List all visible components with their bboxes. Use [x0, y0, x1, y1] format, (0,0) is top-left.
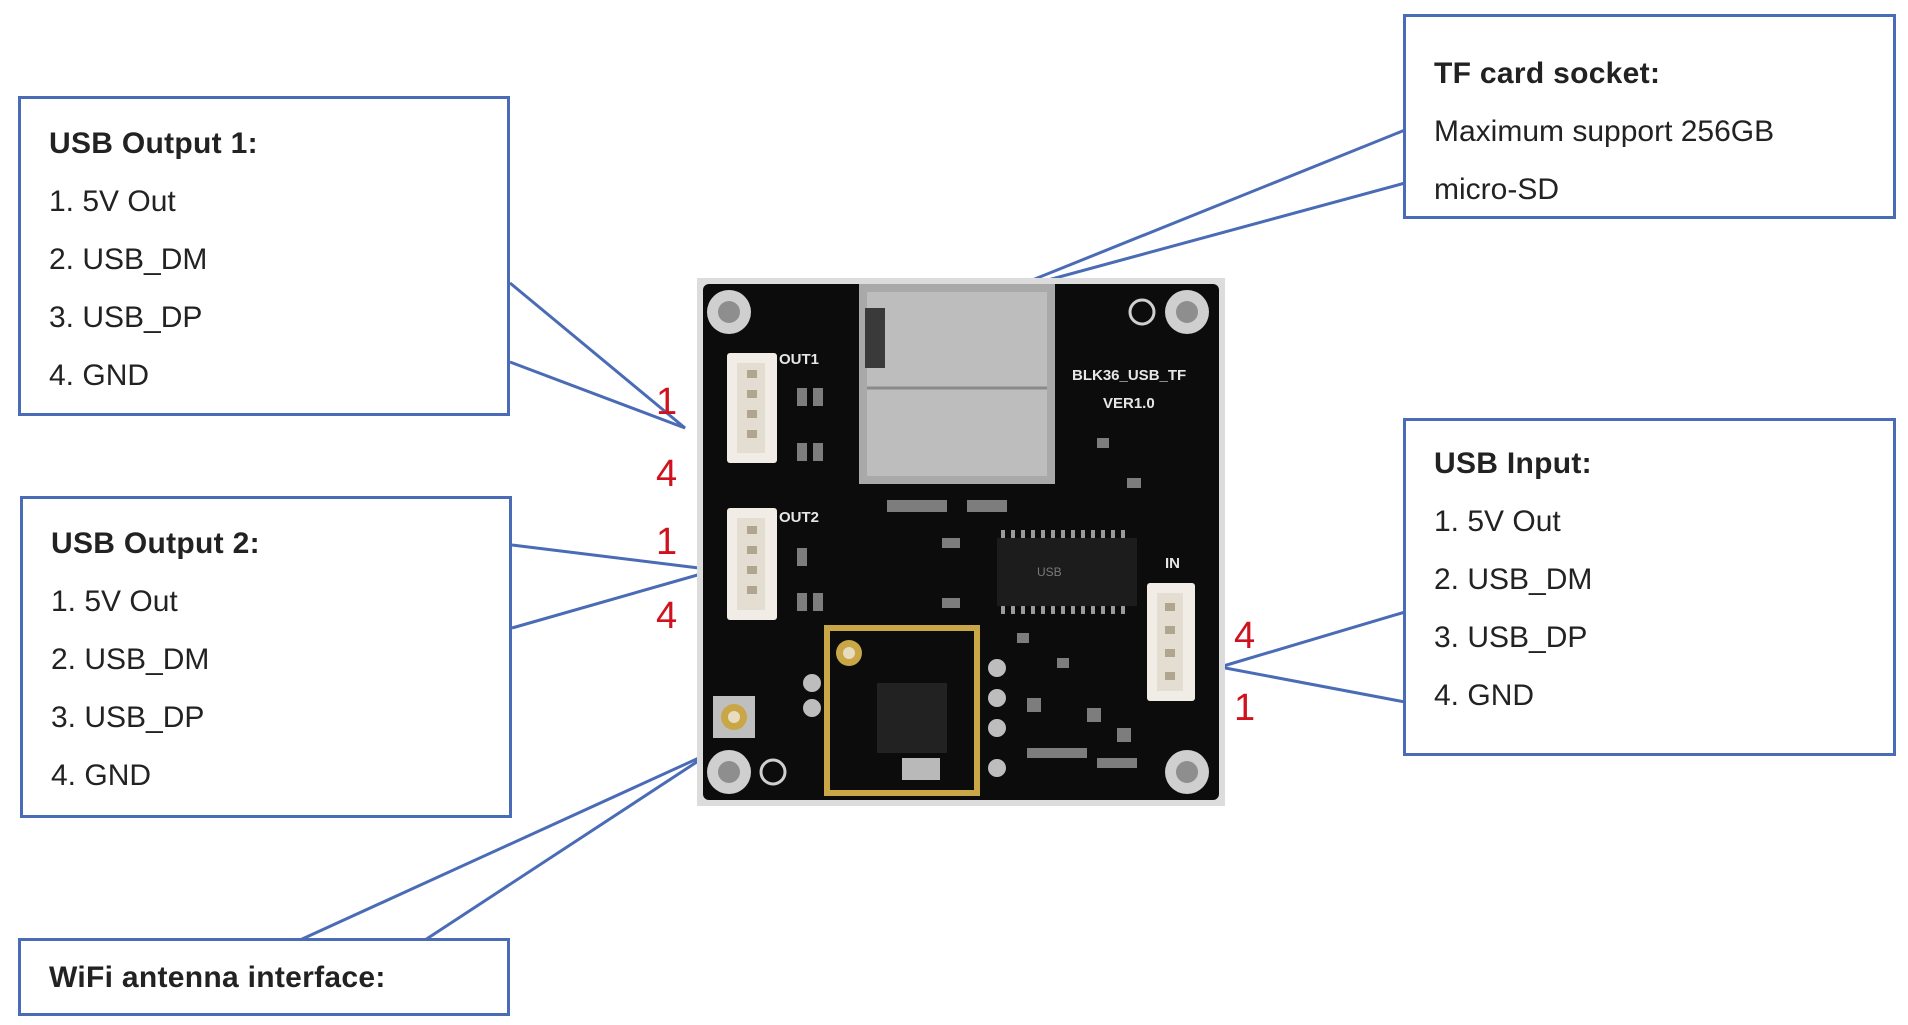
out1-connector-shape	[727, 353, 777, 463]
in-silkscreen: IN	[1165, 555, 1180, 572]
usb-output-1-pin-1: 1. 5V Out	[49, 185, 176, 218]
usb-output-2-callout: USB Output 2: 1. 5V Out 2. USB_DM 3. USB…	[20, 496, 512, 818]
in-pin-1-marker: 1	[1234, 687, 1256, 729]
in-connector-shape	[1147, 583, 1195, 701]
usb-output-1-pointer	[509, 281, 686, 430]
wifi-antenna-callout: WiFi antenna interface:	[18, 938, 510, 1016]
usb-output-1-pin-3: 3. USB_DP	[49, 301, 203, 334]
tf-card-title: TF card socket:	[1434, 57, 1661, 90]
out2-silkscreen: OUT2	[779, 509, 819, 526]
usb-output-2-pin-4: 4. GND	[51, 759, 152, 792]
wifi-module	[824, 625, 980, 796]
usb-output-1-pin-2: 2. USB_DM	[49, 243, 208, 276]
in-pin-4-marker: 4	[1234, 615, 1256, 657]
wifi-antenna-title: WiFi antenna interface:	[49, 961, 386, 994]
chip-label: USB	[1037, 565, 1062, 579]
usb-output-1-title: USB Output 1:	[49, 127, 258, 160]
out2-pin-1-marker: 1	[656, 521, 678, 563]
usb-input-title: USB Input:	[1434, 447, 1592, 480]
usb-output-2-pin-1: 1. 5V Out	[51, 585, 178, 618]
board-version-silkscreen: VER1.0	[1103, 395, 1155, 412]
tf-card-callout: TF card socket: Maximum support 256GB mi…	[1403, 14, 1896, 219]
usb-input-callout: USB Input: 1. 5V Out 2. USB_DM 3. USB_DP…	[1403, 418, 1896, 756]
out1-pin-1-marker: 1	[656, 381, 678, 423]
usb-output-1-pin-4: 4. GND	[49, 359, 150, 392]
out2-connector-shape	[727, 508, 777, 620]
tf-card-format: micro-SD	[1434, 173, 1559, 206]
smd-components	[797, 388, 1141, 768]
tf-card-capacity: Maximum support 256GB	[1434, 115, 1775, 148]
usb-output-2-pin-2: 2. USB_DM	[51, 643, 210, 676]
capacitors	[803, 659, 1006, 777]
out1-silkscreen: OUT1	[779, 351, 819, 368]
pcb-board: USB OUT1 OUT2 IN BLK36_USB_TF VER1.0	[697, 278, 1225, 806]
usb-input-pin-3: 3. USB_DP	[1434, 621, 1588, 654]
usb-output-1-callout: USB Output 1: 1. 5V Out 2. USB_DM 3. USB…	[18, 96, 510, 416]
usb-input-pin-2: 2. USB_DM	[1434, 563, 1593, 596]
tf-card-pointer	[999, 128, 1406, 295]
usb-input-pin-4: 4. GND	[1434, 679, 1535, 712]
out1-pin-4-marker: 4	[656, 453, 678, 495]
mounting-holes	[707, 290, 1209, 794]
tf-card-socket-shape	[859, 284, 1055, 484]
usb-output-2-title: USB Output 2:	[51, 527, 260, 560]
usb-hub-chip: USB	[997, 530, 1137, 614]
antenna-connector	[713, 696, 755, 738]
out2-pin-4-marker: 4	[656, 595, 678, 637]
usb-output-2-pointer	[511, 543, 716, 630]
usb-output-2-pin-3: 3. USB_DP	[51, 701, 205, 734]
board-name-silkscreen: BLK36_USB_TF	[1072, 367, 1186, 384]
usb-input-pin-1: 1. 5V Out	[1434, 505, 1561, 538]
